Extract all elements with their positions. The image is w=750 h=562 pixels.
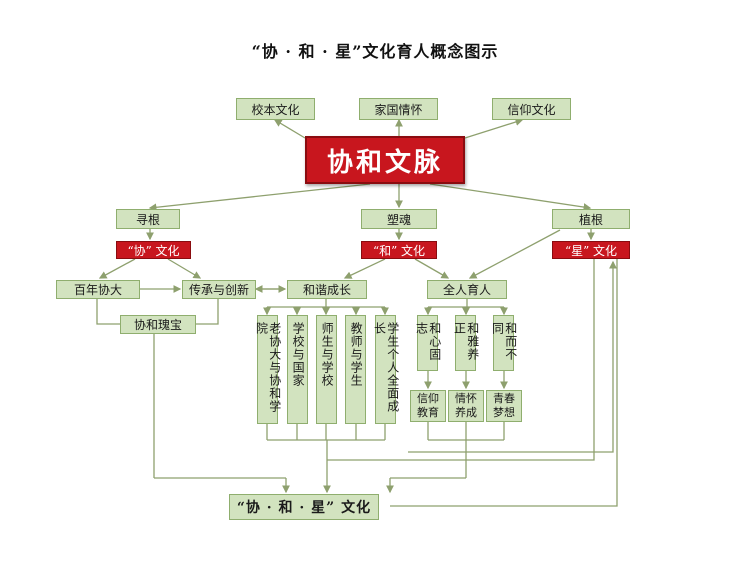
item-label: 学校与国家: [291, 322, 306, 387]
item-label: 和而不同: [490, 322, 518, 361]
top-node-patriotism: 家国情怀: [359, 98, 438, 120]
node-he-culture: “和” 文化: [361, 241, 437, 259]
core-node: 协和文脉: [305, 136, 465, 184]
result-belief-education: 信仰教育: [410, 390, 446, 422]
node-suhun: 塑魂: [361, 209, 437, 229]
node-zhigen: 植根: [552, 209, 630, 229]
item-hexin: 和心固志: [414, 315, 442, 371]
result-sentiment: 情怀养成: [448, 390, 484, 422]
item-teacher-student: 教师与学生: [345, 315, 366, 424]
item-school-nation: 学校与国家: [287, 315, 308, 424]
node-holistic-education: 全人育人: [427, 280, 507, 299]
bottom-node: “协 · 和 · 星” 文化: [229, 494, 379, 520]
page-title: “协 · 和 · 星”文化育人概念图示: [251, 42, 499, 61]
item-student-growth: 学生个人全面成长: [372, 315, 400, 424]
node-xie-culture: “协” 文化: [116, 241, 191, 259]
node-harmonious-growth: 和谐成长: [287, 280, 367, 299]
top-node-belief-culture: 信仰文化: [492, 98, 571, 120]
node-treasure: 协和瑰宝: [120, 315, 196, 334]
node-xing-culture: “星” 文化: [552, 241, 630, 259]
item-label: 教师与学生: [349, 322, 364, 387]
item-label: 学生个人全面成长: [372, 322, 400, 413]
item-teacher-school: 师生与学校: [316, 315, 337, 424]
top-node-school-culture: 校本文化: [236, 98, 315, 120]
item-label: 和心固志: [414, 322, 442, 361]
item-label: 老协大与协和学院: [254, 322, 282, 413]
node-xungen: 寻根: [116, 209, 180, 229]
result-youth-dream: 青春梦想: [486, 390, 522, 422]
item-label: 师生与学校: [320, 322, 335, 387]
item-old-university: 老协大与协和学院: [254, 315, 282, 424]
item-label: 和雅养正: [452, 322, 480, 361]
item-heya: 和雅养正: [452, 315, 480, 371]
item-heer: 和而不同: [490, 315, 518, 371]
node-centennial: 百年协大: [56, 280, 140, 299]
node-inheritance: 传承与创新: [182, 280, 256, 299]
